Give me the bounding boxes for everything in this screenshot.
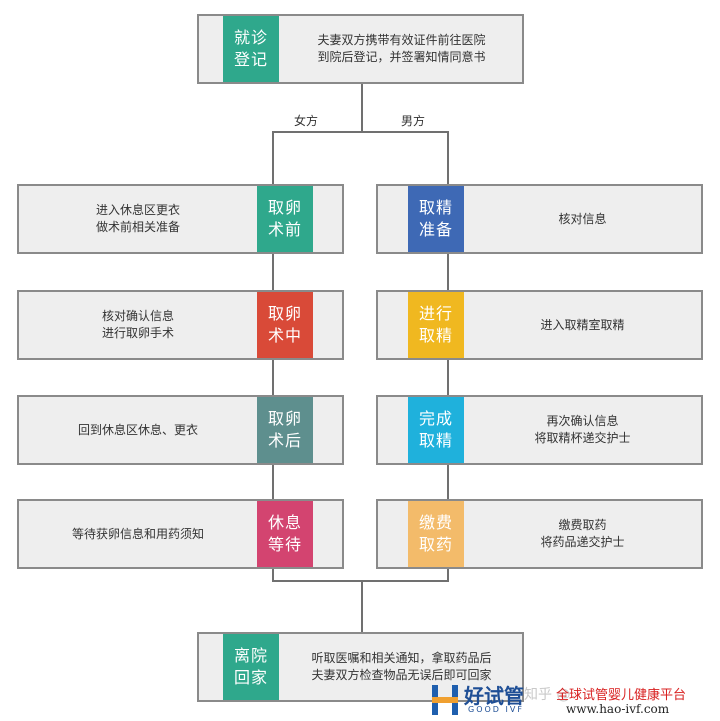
male-step-2-label: 进行 取精 — [408, 292, 464, 358]
branch-label-male: 男方 — [401, 114, 426, 128]
female-step-4: 等待获卵信息和用药须知 休息 等待 — [17, 499, 344, 569]
connector-merge-horizontal — [272, 580, 449, 582]
desc-line-1: 听取医嘱和相关通知，拿取药品后 — [311, 651, 492, 665]
label-line-2: 取精 — [418, 431, 453, 450]
label-line-1: 离院 — [233, 646, 268, 665]
label-line-1: 完成 — [418, 409, 453, 428]
desc-line-1: 再次确认信息 — [546, 414, 619, 428]
female-step-3-desc: 回到休息区休息、更衣 — [19, 397, 257, 463]
label-line-1: 取精 — [418, 198, 453, 217]
brand-subtitle: GOOD IVF — [468, 705, 524, 714]
female-step-2-desc: 核对确认信息 进行取卵手术 — [19, 292, 257, 358]
desc-line-1: 核对确认信息 — [101, 309, 174, 323]
male-step-3-desc: 再次确认信息 将取精杯递交护士 — [464, 397, 701, 463]
male-step-1: 取精 准备 核对信息 — [376, 184, 703, 254]
male-step-2: 进行 取精 进入取精室取精 — [376, 290, 703, 360]
label-line-2: 术中 — [267, 326, 302, 345]
brand-name: 好试管 — [464, 684, 524, 708]
desc-line-1: 进入取精室取精 — [540, 317, 625, 332]
label-line-2: 取药 — [418, 535, 453, 554]
label-line-1: 取卵 — [267, 409, 302, 428]
female-step-2-label: 取卵 术中 — [257, 292, 313, 358]
brand-url: www.hao-ivf.com — [566, 702, 670, 716]
female-step-4-label: 休息 等待 — [257, 501, 313, 567]
male-step-1-desc: 核对信息 — [464, 186, 701, 252]
label-line-2: 术前 — [267, 220, 302, 239]
female-step-1: 进入休息区更衣 做术前相关准备 取卵 术前 — [17, 184, 344, 254]
label-line-2: 术后 — [267, 431, 302, 450]
female-step-2: 核对确认信息 进行取卵手术 取卵 术中 — [17, 290, 344, 360]
female-step-4-desc: 等待获卵信息和用药须知 — [19, 501, 257, 567]
male-step-3-label: 完成 取精 — [408, 397, 464, 463]
label-line-1: 缴费 — [418, 513, 453, 532]
male-step-4: 缴费 取药 缴费取药 将药品递交护士 — [376, 499, 703, 569]
female-step-3-label: 取卵 术后 — [257, 397, 313, 463]
desc-line-1: 等待获卵信息和用药须知 — [71, 526, 204, 541]
male-step-2-desc: 进入取精室取精 — [464, 292, 701, 358]
desc-line-2: 做术前相关准备 — [95, 220, 180, 234]
discharge-desc: 听取医嘱和相关通知，拿取药品后 夫妻双方检查物品无误后即可回家 — [281, 634, 522, 700]
male-step-4-label: 缴费 取药 — [408, 501, 464, 567]
registration-desc: 夫妻双方携带有效证件前往医院 到院后登记，并签署知情同意书 — [281, 16, 522, 82]
discharge-label: 离院 回家 — [223, 634, 279, 700]
zhihu-watermark: 知乎 @ — [524, 687, 571, 703]
label-line-1: 取卵 — [267, 198, 302, 217]
desc-line-2: 将药品递交护士 — [540, 535, 625, 549]
label-line-2: 等待 — [267, 535, 302, 554]
desc-line-1: 进入休息区更衣 — [95, 203, 180, 217]
desc-line-2: 夫妻双方检查物品无误后即可回家 — [311, 668, 492, 682]
label-line-1: 休息 — [267, 513, 302, 532]
desc-line-1: 核对信息 — [558, 211, 607, 226]
branch-label-female: 女方 — [294, 114, 319, 128]
label-line-2: 准备 — [418, 220, 453, 239]
male-step-4-desc: 缴费取药 将药品递交护士 — [464, 501, 701, 567]
desc-line-1: 回到休息区休息、更衣 — [77, 422, 198, 437]
desc-line-1: 缴费取药 — [558, 518, 607, 532]
desc-line-2: 将取精杯递交护士 — [534, 431, 631, 445]
label-line-1: 取卵 — [267, 304, 302, 323]
brand-slogan: 全球试管婴儿健康平台 — [556, 688, 687, 703]
hao-ivf-logo — [430, 683, 462, 717]
desc-line-2: 到院后登记，并签署知情同意书 — [317, 50, 486, 64]
label-line-1: 进行 — [418, 304, 453, 323]
label-line-2: 登记 — [233, 50, 268, 69]
female-step-1-label: 取卵 术前 — [257, 186, 313, 252]
registration-label: 就诊 登记 — [223, 16, 279, 82]
registration-box: 就诊 登记 夫妻双方携带有效证件前往医院 到院后登记，并签署知情同意书 — [197, 14, 524, 84]
label-line-1: 就诊 — [233, 28, 268, 47]
male-step-1-label: 取精 准备 — [408, 186, 464, 252]
desc-line-1: 夫妻双方携带有效证件前往医院 — [317, 33, 486, 47]
discharge-box: 离院 回家 听取医嘱和相关通知，拿取药品后 夫妻双方检查物品无误后即可回家 — [197, 632, 524, 702]
female-step-3: 回到休息区休息、更衣 取卵 术后 — [17, 395, 344, 465]
label-line-2: 取精 — [418, 326, 453, 345]
connector-top-down — [361, 82, 363, 132]
female-step-1-desc: 进入休息区更衣 做术前相关准备 — [19, 186, 257, 252]
connector-bottom-down — [361, 580, 363, 632]
label-line-2: 回家 — [233, 668, 268, 687]
male-step-3: 完成 取精 再次确认信息 将取精杯递交护士 — [376, 395, 703, 465]
desc-line-2: 进行取卵手术 — [101, 326, 174, 340]
connector-split-horizontal — [272, 131, 449, 133]
logo-mark-icon — [432, 685, 458, 715]
